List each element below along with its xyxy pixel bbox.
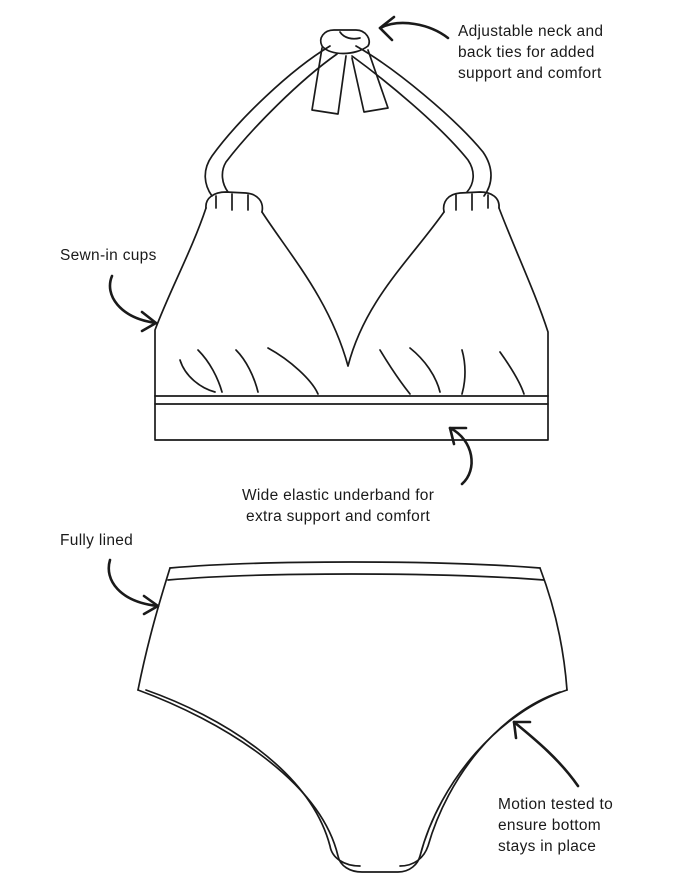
- callout-line: Adjustable neck and: [458, 23, 604, 40]
- callout-line: support and comfort: [458, 65, 602, 82]
- curved-arrow-icon: [512, 720, 580, 788]
- callout-line: Motion tested to: [498, 796, 614, 813]
- motion-tested-callout: Motion tested to ensure bottom stays in …: [498, 794, 613, 857]
- neck-straps: [204, 45, 492, 197]
- strap-gathers: [205, 191, 500, 213]
- underband: [154, 395, 549, 441]
- neck-ties-callout: Adjustable neck and back ties for added …: [458, 21, 603, 84]
- neck-tie-knot: [311, 29, 389, 115]
- sewn-cups-callout: Sewn-in cups: [60, 245, 157, 266]
- bikini-bottom: [137, 561, 568, 873]
- callout-line: Sewn-in cups: [60, 247, 157, 264]
- curved-arrow-icon: [107, 558, 160, 616]
- callout-line: extra support and comfort: [246, 508, 431, 525]
- triangle-cups: [154, 207, 549, 397]
- halter-top: [154, 29, 549, 441]
- callout-line: Wide elastic underband for: [242, 487, 435, 504]
- callout-line: ensure bottom: [498, 817, 601, 834]
- callout-line: Fully lined: [60, 532, 134, 549]
- curved-arrow-icon: [448, 426, 473, 486]
- curved-arrow-icon: [108, 274, 158, 333]
- callout-line: stays in place: [498, 838, 597, 855]
- callout-line: back ties for added: [458, 44, 595, 61]
- sewn-cup-lines: [179, 347, 525, 395]
- curved-arrow-icon: [378, 15, 450, 42]
- underband-callout: Wide elastic underband for extra support…: [242, 485, 434, 527]
- fully-lined-callout: Fully lined: [60, 530, 133, 551]
